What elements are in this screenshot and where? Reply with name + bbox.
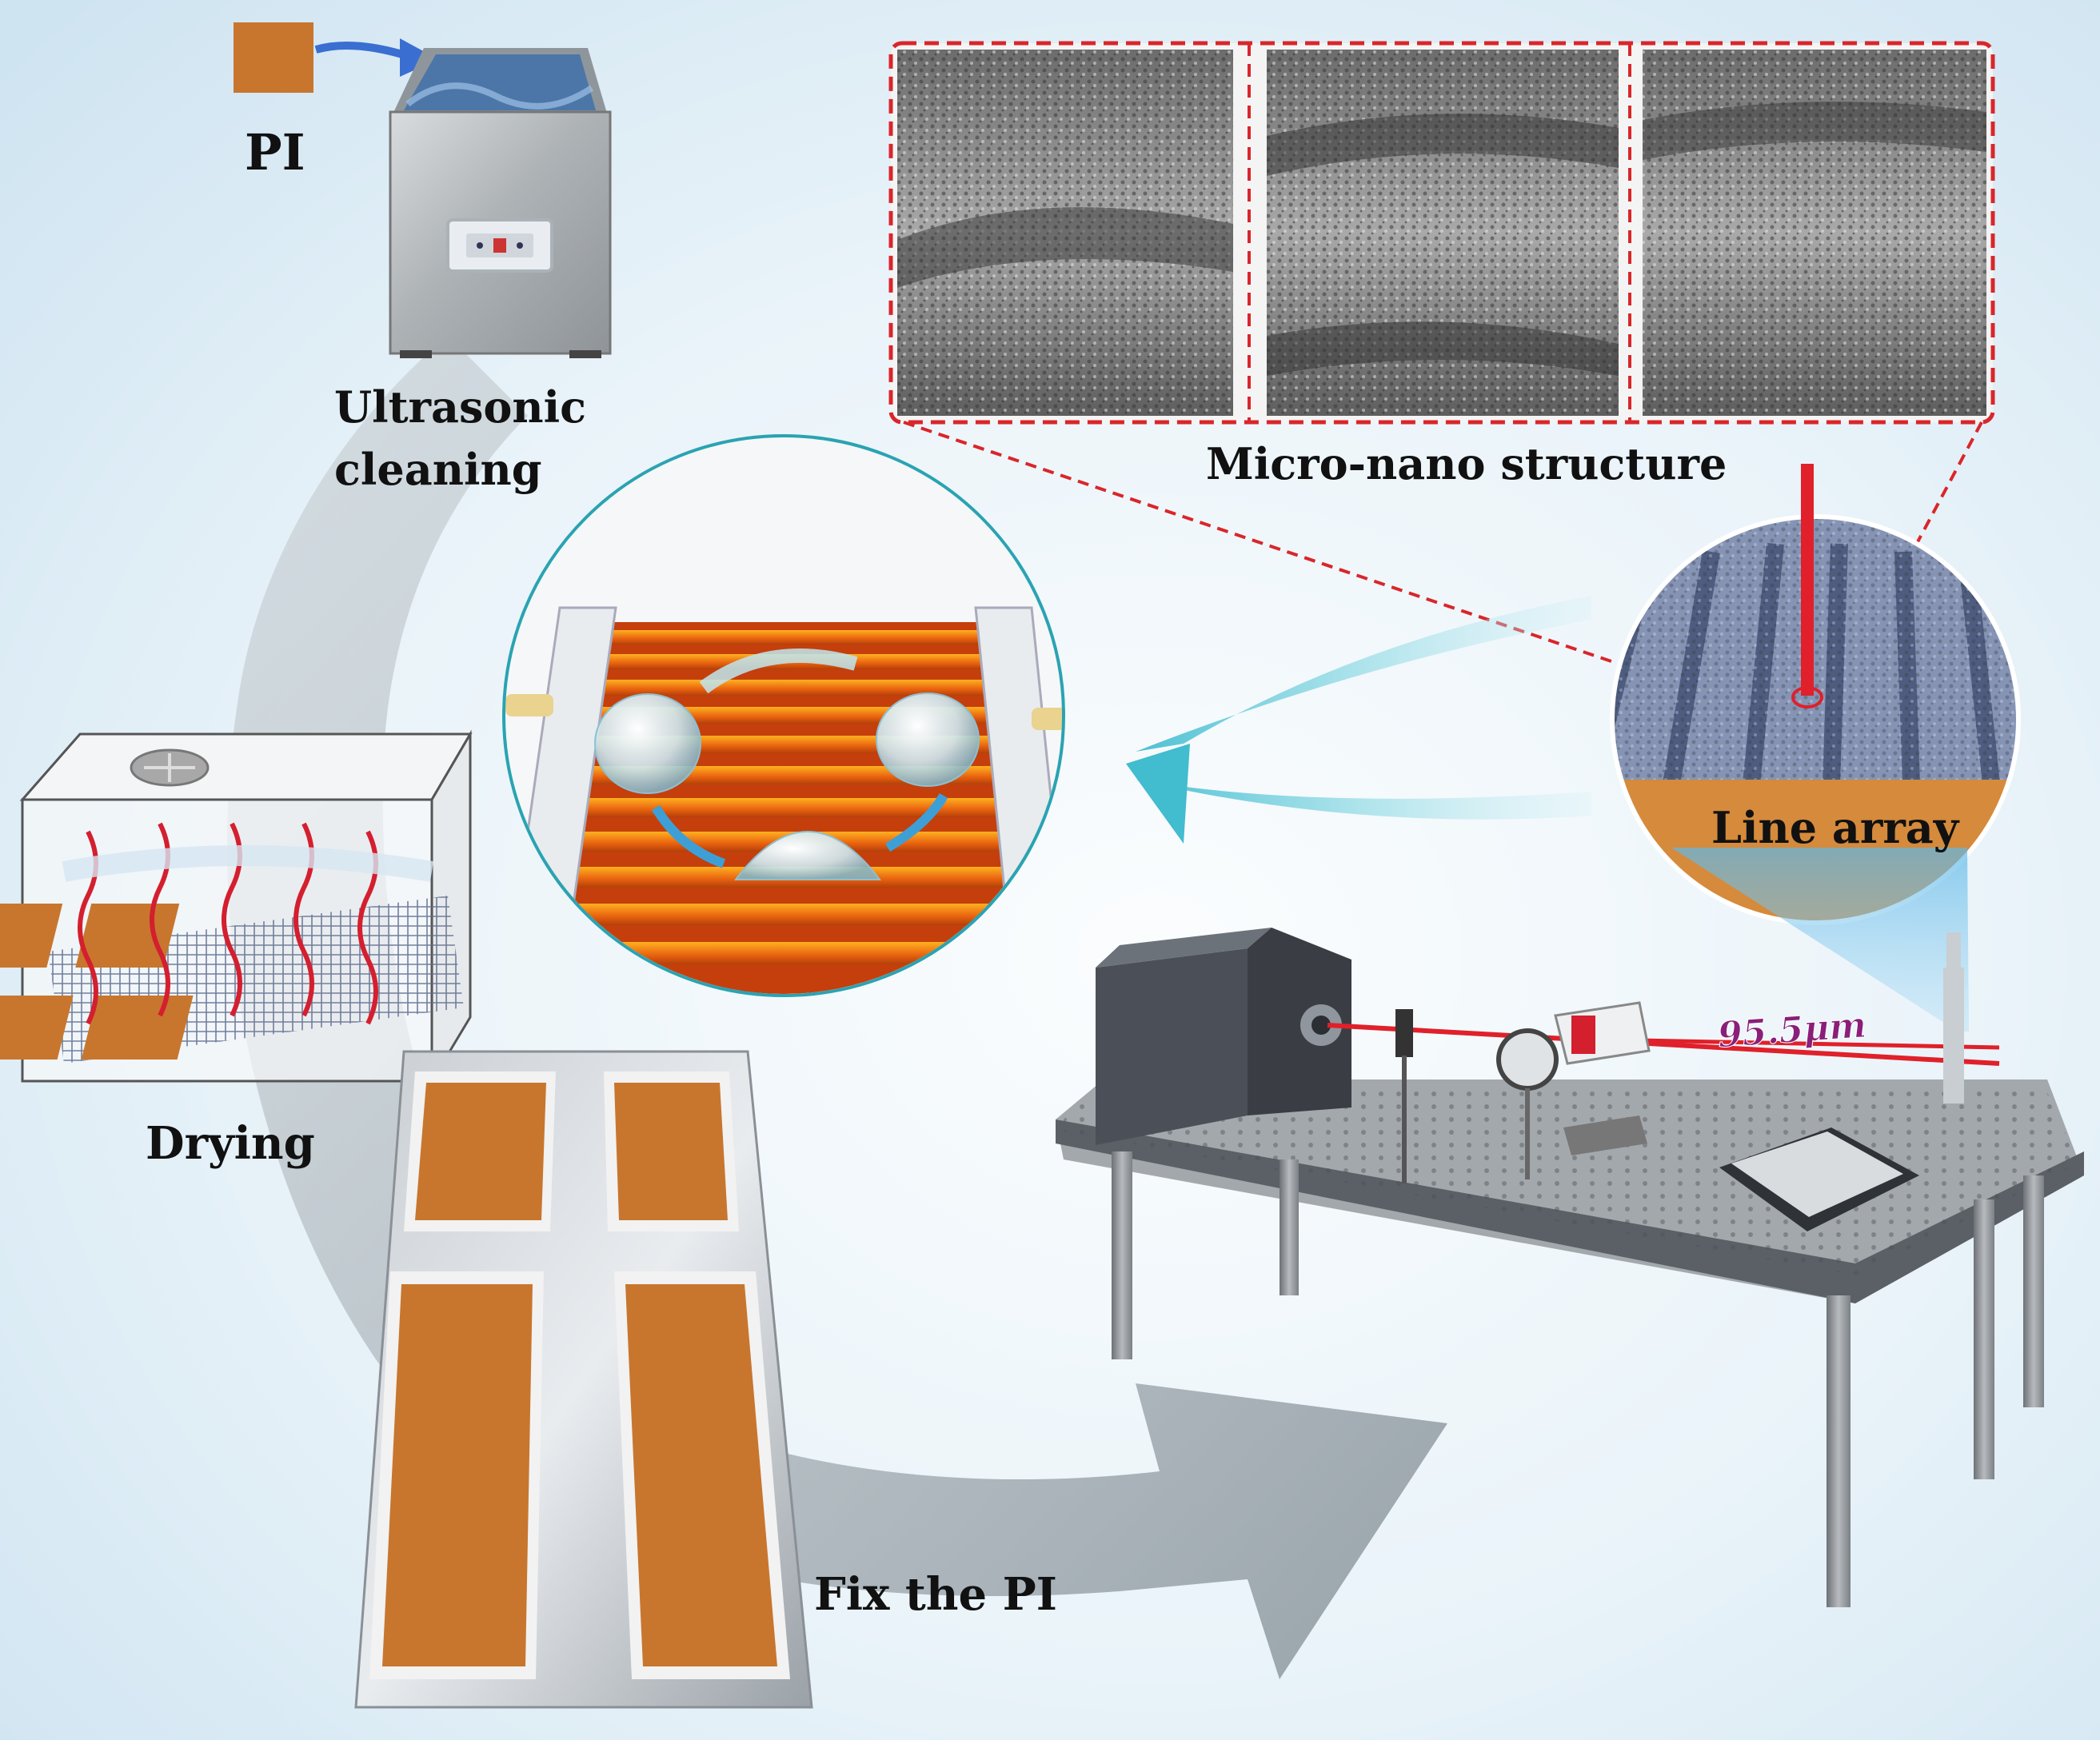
scale-label: 95.5μm — [1716, 1004, 1868, 1056]
transfer-arrow-head — [400, 38, 438, 77]
pi-sample — [234, 22, 313, 93]
swoosh-arrow-lower — [1136, 780, 1591, 820]
swoosh-arrow-upper — [1136, 596, 1591, 752]
projection-cone — [1671, 848, 1969, 1032]
ultrasonic-label-line2: cleaning — [334, 444, 542, 495]
drying-oven — [0, 729, 473, 1086]
drying-label: Drying — [146, 1117, 315, 1170]
swoosh-arrow-head — [1126, 744, 1190, 844]
line-array-circle — [1610, 464, 2021, 925]
laser-beam-horizontal — [1327, 1023, 2000, 1066]
micro-nano-label: Micro-nano structure — [1206, 438, 1727, 489]
line-array-label: Line array — [1711, 802, 1959, 853]
transfer-arrow — [314, 41, 409, 60]
ultrasonic-cleaner — [389, 48, 612, 358]
ultrasonic-cleaning-label: Ultrasonic cleaning — [334, 376, 587, 501]
droplet-2 — [876, 692, 980, 787]
fix-the-pi-label: Fix the PI — [814, 1568, 1057, 1621]
laser-setup — [1056, 928, 2084, 1607]
callout-line-left — [903, 421, 1728, 702]
droplet-1 — [594, 693, 701, 794]
droplet-3 — [733, 831, 882, 880]
pi-label: PI — [245, 123, 305, 182]
droplet-circle — [502, 434, 1065, 997]
fixing-plate — [354, 1050, 813, 1709]
ultrasonic-label-line1: Ultrasonic — [334, 381, 587, 433]
laser-beam-vertical — [1801, 464, 1814, 696]
sem-images — [888, 41, 1995, 425]
